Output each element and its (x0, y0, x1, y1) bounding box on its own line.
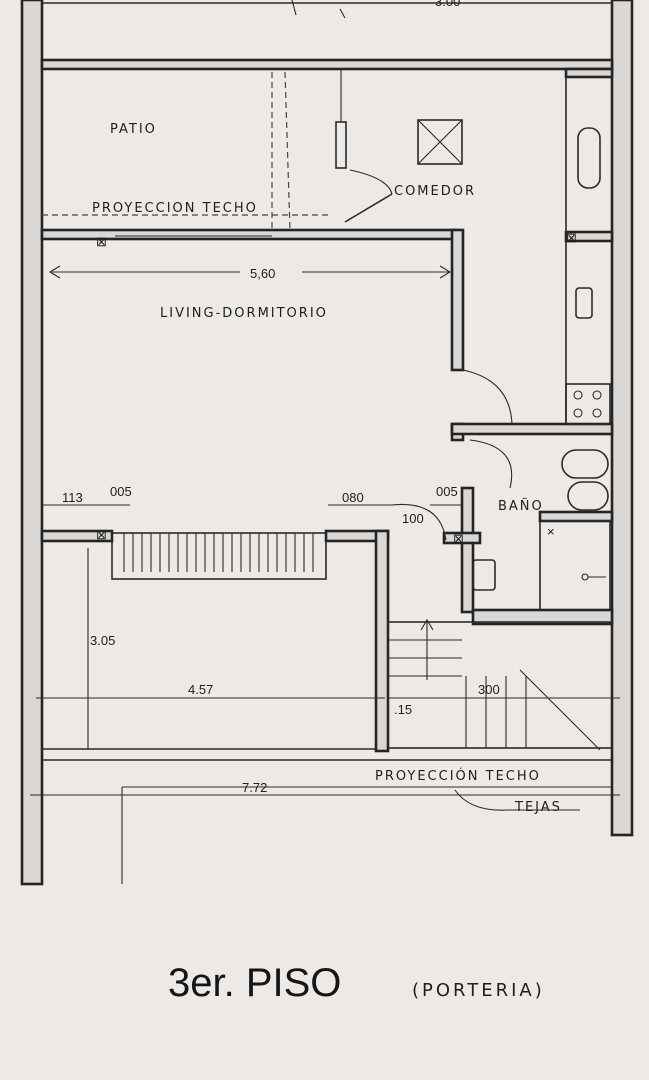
dim-080: 080 (342, 490, 364, 505)
toilet-icon (567, 481, 609, 511)
comedor-label: COMEDOR (394, 184, 476, 199)
living-door-arc (462, 369, 513, 425)
roof-projection-label: PROYECCION TECHO (92, 201, 258, 216)
door-100-arc (391, 503, 447, 541)
burner-1 (573, 390, 583, 400)
roof-projection-bottom-label: PROYECCIÓN TECHO (375, 768, 541, 784)
skylight-cross-2 (417, 119, 463, 165)
burner-3 (573, 408, 583, 418)
dim-015: .15 (394, 702, 412, 717)
top-tick-1 (291, 0, 297, 16)
stair-steps (388, 639, 527, 748)
top-wall (40, 58, 614, 71)
bath-section (472, 449, 611, 611)
tejas-label: TEJAS (514, 800, 562, 815)
hall-door-arc (469, 439, 513, 489)
dim-100: 100 (402, 511, 424, 526)
dim-005-left: 005 (110, 484, 132, 499)
balcony-rails (123, 533, 314, 572)
cross-mark: ⊠ (566, 230, 577, 245)
patio-label: PATIO (110, 122, 157, 137)
living-arrow-right (439, 265, 452, 279)
tejas-leader (454, 789, 580, 811)
stair-diagonal (519, 669, 601, 751)
bathtub-icon (577, 127, 601, 189)
shower-tray (539, 520, 611, 611)
dim-top: 3.00 (435, 0, 460, 9)
floor-subtitle: (PORTERIA) (412, 980, 545, 1001)
dim-005-mid: 005 (436, 484, 458, 499)
burner-4 (592, 408, 602, 418)
dim-113: 113 (62, 490, 83, 505)
skylight (417, 119, 463, 165)
dim-772: 7.72 (242, 780, 267, 795)
shower-top-wall (538, 510, 614, 523)
dim-457: 4.57 (188, 682, 213, 697)
cross-mark: ⊠ (453, 531, 464, 546)
bath-left-wall (460, 486, 475, 614)
cross-mark: ⊠ (96, 234, 107, 249)
comedor-door-arc (349, 169, 393, 195)
top-tick-2 (339, 8, 346, 19)
stair-box (387, 621, 613, 749)
right-exterior-wall (610, 0, 634, 837)
living-section (42, 265, 513, 580)
stair-arrow-head (420, 618, 434, 631)
living-width-dim: 5,60 (250, 266, 275, 281)
washbasin-icon (472, 559, 496, 591)
bath-corner-wall (442, 531, 482, 545)
dim-300: 300 (478, 682, 500, 697)
walls (20, 0, 634, 886)
dim-305: 3.05 (90, 633, 115, 648)
kitchen-top-wall (564, 67, 614, 79)
burner-2 (592, 390, 602, 400)
floor-title: 3er. PISO (168, 961, 341, 1005)
patio-divider-2 (284, 71, 291, 231)
cross-marks: ⊠ ⊠ ⊠ ⊠ × (96, 230, 577, 546)
kitchen-mid-wall (564, 230, 614, 243)
left-exterior-wall (20, 0, 44, 886)
lower-section (30, 548, 620, 884)
stove-icon (565, 383, 611, 425)
cross-mark: × (547, 524, 555, 539)
upper-section (42, 0, 613, 425)
cross-mark: ⊠ (96, 527, 107, 542)
bath-top-wall (450, 422, 614, 436)
balcony-railing (111, 532, 327, 580)
bano-label: BAÑO (498, 498, 544, 514)
living-arrow-left (48, 265, 61, 279)
living-label: LIVING-DORMITORIO (160, 306, 328, 321)
bidet-icon (561, 449, 609, 479)
sink-icon (575, 287, 593, 319)
comedor-door-leaf (344, 193, 393, 223)
stair-left-wall (374, 529, 390, 753)
living-right-wall-upper (450, 228, 465, 372)
